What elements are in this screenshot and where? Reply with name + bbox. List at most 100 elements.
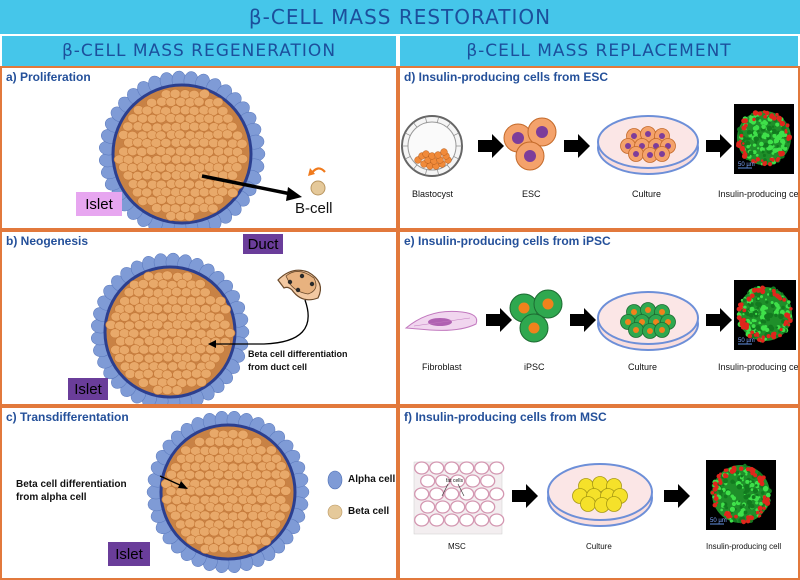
beta-cell	[203, 485, 215, 496]
beta-cell	[118, 345, 130, 356]
beta-cell	[199, 319, 211, 330]
beta-cell	[199, 526, 211, 537]
beta-cell	[137, 279, 149, 289]
beta-cell	[176, 278, 188, 289]
beta-cell	[151, 203, 163, 213]
beta-cell	[200, 368, 212, 379]
beta-cell	[218, 543, 230, 554]
panel-msc: f) Insulin-producing cells from MSC fat	[398, 406, 800, 580]
beta-cell	[155, 194, 167, 205]
beta-cell	[183, 211, 195, 222]
beta-cell	[123, 287, 135, 298]
panel-esc: d) Insulin-producing cells from ESC	[398, 66, 800, 230]
beta-cell	[122, 121, 134, 132]
beta-cell	[124, 368, 136, 379]
beta-cell	[179, 170, 191, 181]
beta-cell	[195, 344, 207, 355]
beta-cell	[219, 304, 231, 315]
beta-cell	[145, 145, 157, 156]
islet-tag: Islet	[68, 378, 108, 400]
beta-cell	[231, 147, 243, 157]
beta-cell	[132, 137, 144, 148]
panel-e-title: e) Insulin-producing cells from iPSC	[404, 234, 611, 248]
micrograph-scale-label: 50 µm	[738, 338, 755, 344]
beta-cell	[228, 543, 240, 554]
beta-cell	[180, 510, 192, 521]
beta-cell	[171, 385, 183, 396]
step-label-insulin: Insulin-producing cell	[706, 542, 782, 551]
ipsc-cells-icon	[509, 289, 563, 343]
arrow-icon	[570, 308, 596, 332]
petri-dish-icon	[597, 115, 699, 175]
beta-cell	[227, 187, 239, 198]
step-label-msc: MSC	[448, 542, 466, 551]
beta-cell	[275, 495, 287, 505]
beta-cell	[233, 453, 245, 464]
beta-cell	[119, 311, 131, 322]
beta-cell	[219, 319, 231, 330]
beta-cell	[280, 485, 292, 496]
beta-cell	[171, 303, 183, 314]
beta-cell	[223, 453, 235, 464]
beta-cell	[155, 130, 167, 141]
beta-cell	[143, 287, 155, 298]
step-label-insulin: Insulin-producing cell	[718, 362, 800, 372]
beta-cell-legend-icon	[327, 504, 343, 520]
beta-cell	[232, 130, 244, 141]
beta-cell	[179, 137, 191, 148]
beta-cell	[212, 129, 224, 140]
micrograph-inner-label: fat cells	[446, 478, 463, 484]
legend-alpha: Alpha cell	[348, 474, 396, 485]
arrow-icon	[706, 134, 732, 158]
legend-beta: Beta cell	[348, 506, 390, 517]
msc-pathway	[413, 460, 776, 535]
beta-cell	[199, 461, 211, 472]
islet-tag: Islet	[76, 192, 122, 216]
beta-cell	[124, 336, 136, 347]
beta-cell	[184, 469, 196, 480]
arrow-icon	[286, 187, 302, 201]
beta-cell	[152, 352, 164, 363]
beta-cell	[162, 352, 174, 363]
arrow-icon	[486, 308, 512, 332]
beta-cell	[176, 295, 188, 306]
beta-cell	[214, 327, 226, 338]
beta-cell	[275, 461, 287, 472]
beta-cell	[223, 485, 235, 496]
beta-cell	[174, 178, 186, 189]
arrow-icon	[512, 484, 538, 508]
panel-ipsc: e) Insulin-producing cells from iPSC	[398, 230, 800, 406]
beta-cell	[194, 470, 206, 481]
petri-dish-icon	[597, 291, 699, 351]
step-label-culture: Culture	[628, 362, 658, 372]
esc-pathway	[401, 104, 794, 177]
beta-cell	[193, 96, 205, 107]
panel-transdifferentiation: c) Transdifferentation Beta cell differe…	[0, 406, 398, 580]
beta-cell	[208, 445, 220, 456]
beta-cell	[207, 203, 219, 214]
micrograph-scale-label: 50 µm	[738, 162, 755, 168]
beta-cell	[193, 453, 205, 464]
beta-cell	[260, 536, 272, 546]
panel-f-title: f) Insulin-producing cells from MSC	[404, 410, 607, 424]
beta-cell	[221, 129, 233, 140]
beta-cell	[199, 510, 211, 521]
beta-cell	[212, 97, 224, 108]
beta-cell	[160, 171, 172, 181]
islet-tag: Islet	[108, 542, 150, 566]
beta-cell	[133, 287, 145, 298]
beta-cell	[167, 295, 179, 306]
main-title-banner: β-CELL MASS RESTORATION	[0, 0, 800, 34]
right-section-title: β-CELL MASS REPLACEMENT	[466, 41, 732, 61]
fibroblast-icon	[404, 310, 478, 331]
beta-cell	[260, 469, 272, 480]
beta-cell	[114, 353, 126, 363]
beta-cell	[152, 319, 164, 330]
step-label-culture: Culture	[586, 542, 612, 551]
beta-cell	[147, 344, 159, 355]
beta-cell	[156, 96, 168, 107]
beta-cell	[169, 88, 181, 99]
blastocyst-icon	[401, 115, 463, 177]
beta-cell	[170, 510, 182, 521]
beta-cell	[165, 211, 177, 221]
